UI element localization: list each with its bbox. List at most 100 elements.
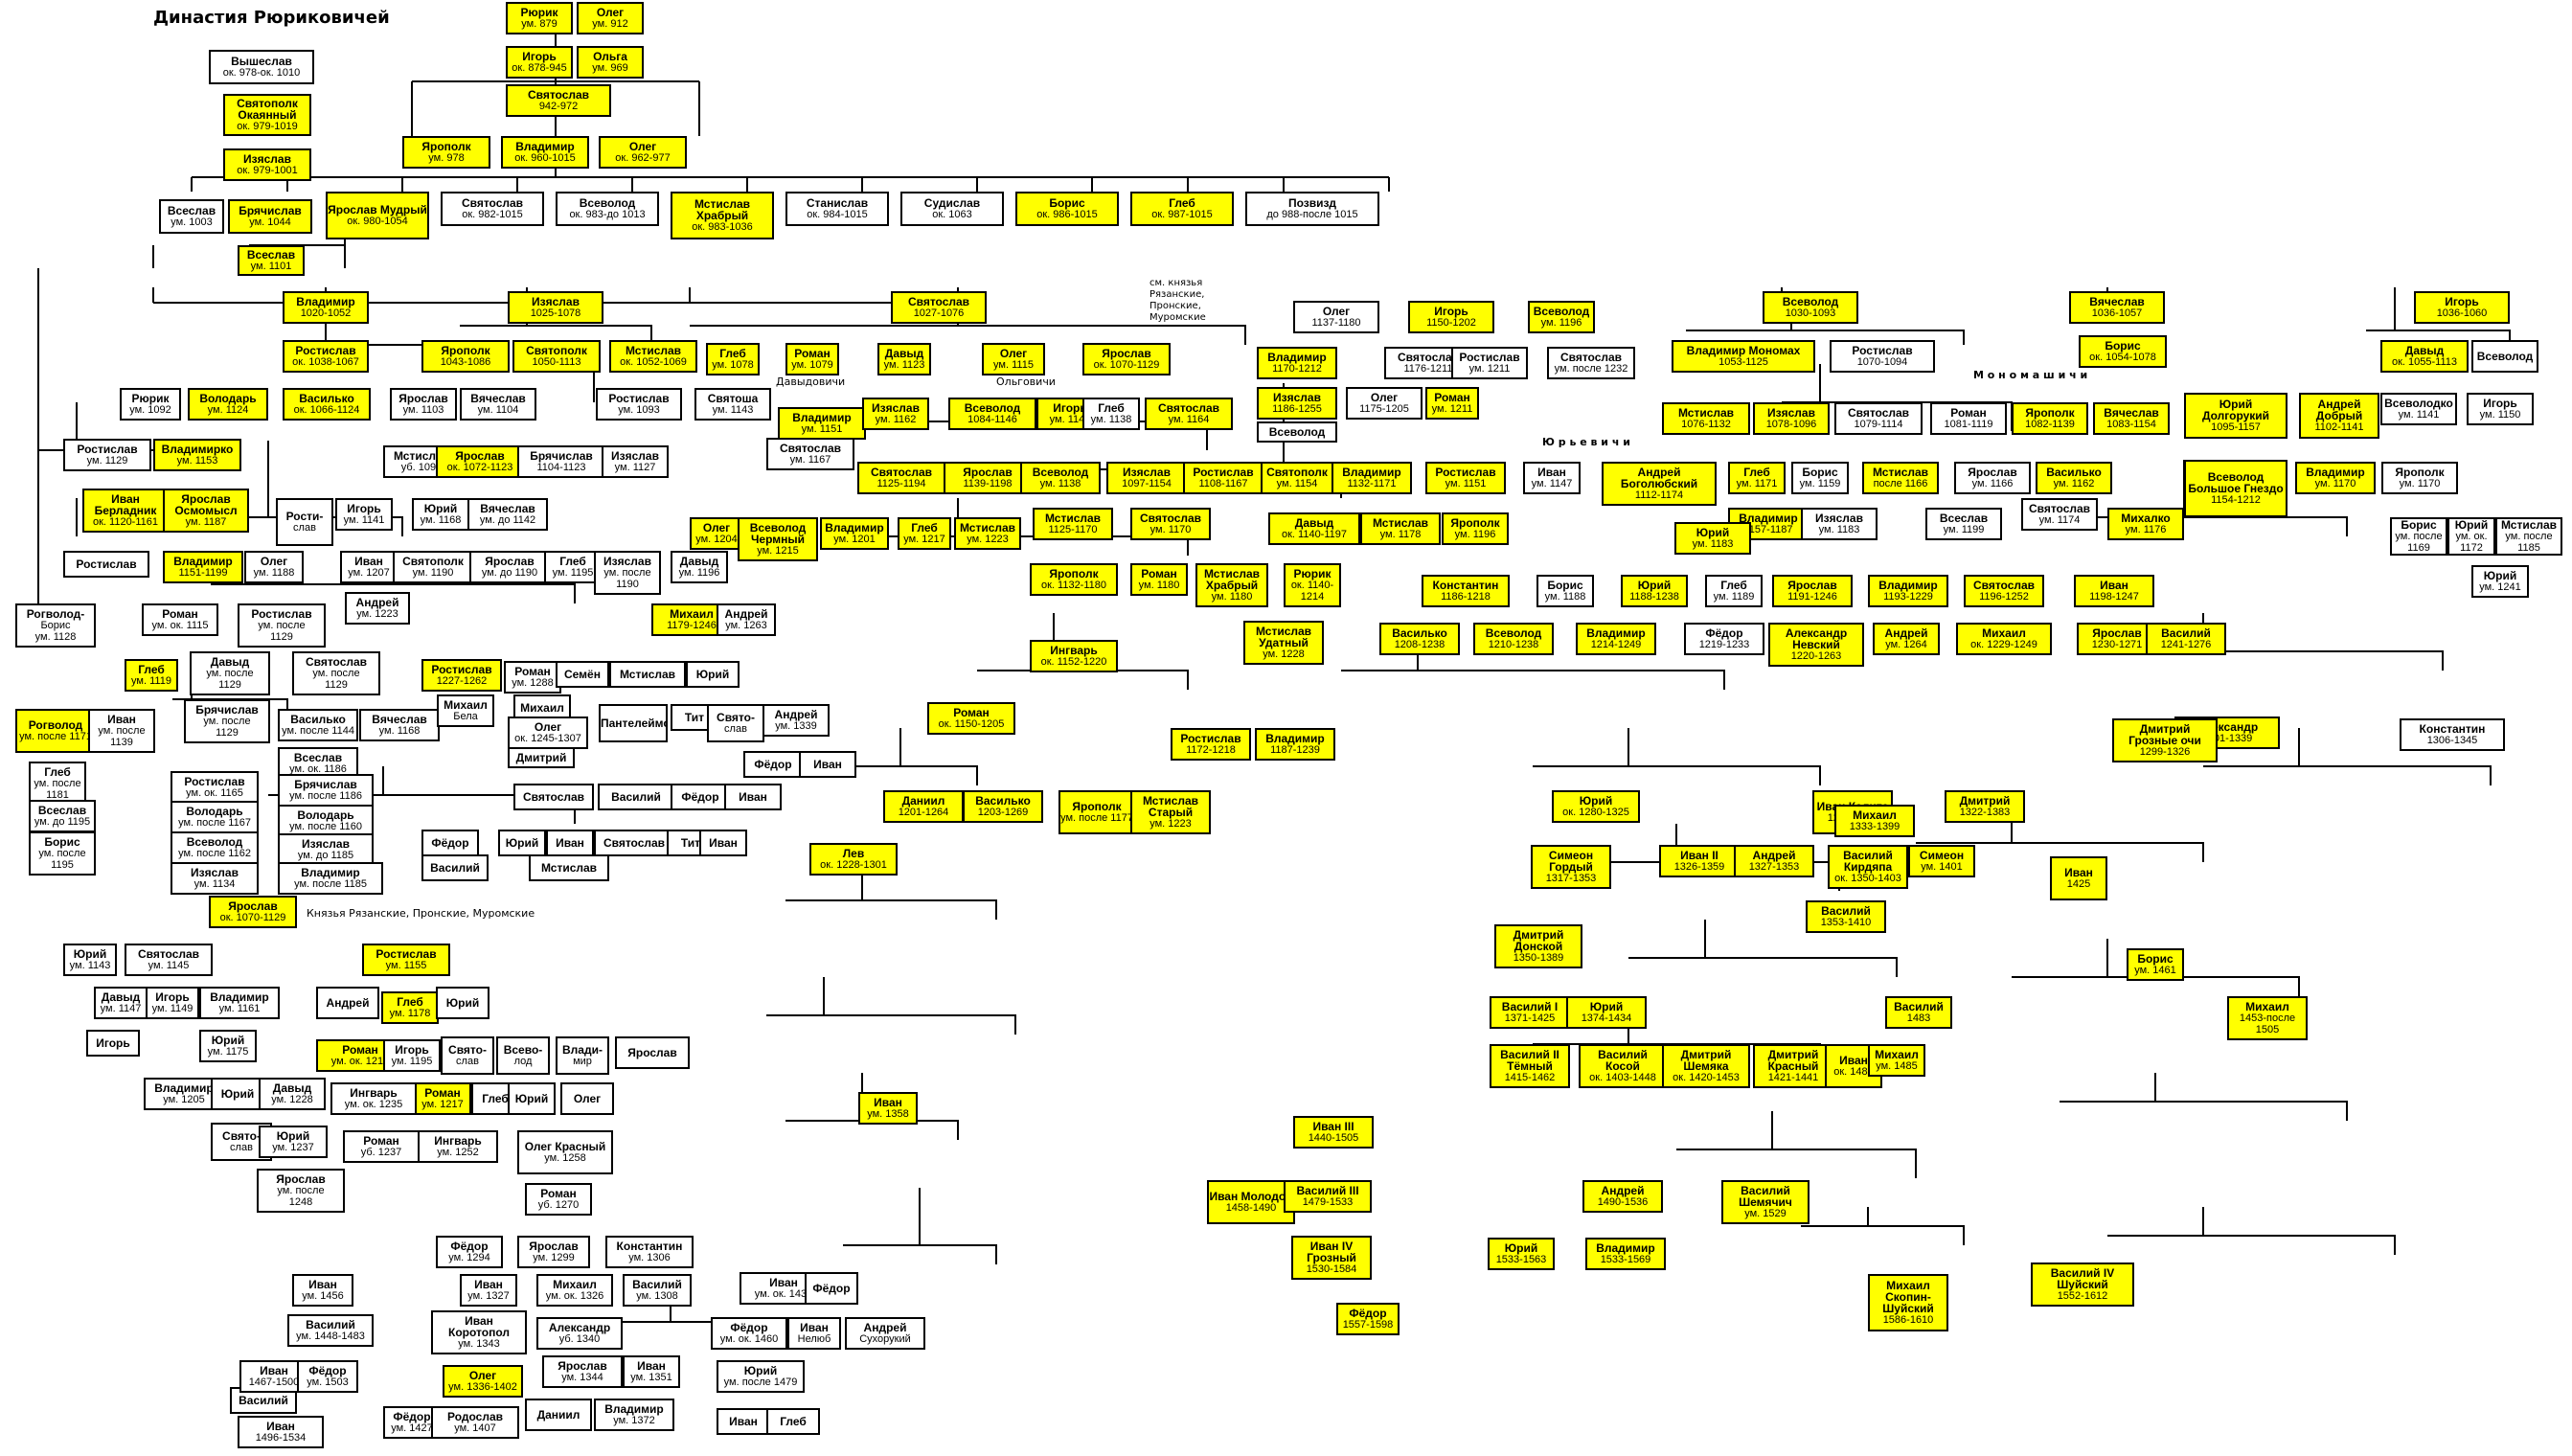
- person-name: Святослав: [907, 295, 970, 308]
- person-dates: 1371-1425: [1504, 1012, 1556, 1024]
- person-dates: ок. 1052-1069: [620, 356, 687, 368]
- person-name: Ингварь: [350, 1086, 398, 1100]
- person-name: Рогволод-: [26, 607, 85, 621]
- person-dates: 1154-1212: [2211, 494, 2261, 506]
- person-dates: 1170-1212: [1272, 363, 1322, 375]
- person-name: Иван: [769, 1276, 798, 1289]
- person-dates: ум. 1217: [421, 1099, 464, 1110]
- person-name: Роман: [424, 1086, 461, 1100]
- person-dates: 1020-1052: [300, 307, 352, 319]
- person-dates: ум. 1123: [883, 359, 925, 371]
- person-name: Василий III: [1296, 1184, 1359, 1197]
- person-name: Василий: [1894, 1000, 1944, 1013]
- person-dates: ок. 960-1015: [514, 152, 576, 164]
- person-dates: ум. 1149: [151, 1003, 193, 1014]
- person-dates: ум. 1180: [1211, 591, 1253, 603]
- person-dates: 1326-1359: [1673, 861, 1725, 873]
- person-dates: ум. 1180: [1138, 580, 1180, 591]
- person-name: Юрий: [743, 1364, 778, 1377]
- person-name: Андрей Добрый: [2315, 398, 2363, 422]
- person-dates: 1083-1154: [2106, 419, 2156, 430]
- person-box-p103: Фёдор: [743, 751, 803, 778]
- person-dates: слав: [724, 723, 747, 735]
- person-name: Дмитрий Красный: [1767, 1048, 1819, 1073]
- person-dates: ок. 1140-1214: [1290, 580, 1334, 603]
- person-name: Вячеслав: [2089, 295, 2145, 308]
- person-name: Изяслав: [1815, 512, 1863, 525]
- person-dates: ум. 1529: [1744, 1208, 1787, 1219]
- person-name: Фёдор: [754, 758, 792, 771]
- person-dates: ум. 1299: [533, 1252, 575, 1263]
- person-dates: 1220-1263: [1790, 650, 1842, 662]
- person-name: Изяслав: [302, 837, 350, 851]
- person-name: Святослав: [527, 88, 590, 102]
- person-dates: ок. 1350-1403: [1834, 873, 1901, 884]
- person-dates: 1151-1199: [178, 567, 228, 579]
- person-name: Ярослав: [228, 899, 278, 913]
- person-name: Игорь: [347, 502, 381, 515]
- person-dates: ум. 1205: [163, 1094, 205, 1105]
- person-dates: 1350-1389: [1513, 952, 1564, 964]
- person-dates: ум. после 1479: [723, 1376, 798, 1388]
- person-name: Святослав: [870, 466, 933, 479]
- person-name: Рогволод: [28, 718, 83, 732]
- person-name: Святополк: [1266, 466, 1328, 479]
- person-name: Ростислав: [1852, 344, 1913, 357]
- label-davydovichi: Давыдовичи: [776, 375, 846, 388]
- person-name: Фёдор: [812, 1282, 851, 1295]
- person-name: Ростислав: [1180, 732, 1241, 745]
- person-dates: ум. 1101: [250, 261, 292, 272]
- person-dates: 1084-1146: [967, 414, 1017, 425]
- person-name: Василий IV Шуйский: [2050, 1266, 2115, 1291]
- person-name: Ярослав Мудрый: [328, 203, 427, 216]
- person-dates: ум. ок. 1216: [330, 1056, 390, 1067]
- person-dates: ок. 1070-1129: [1093, 359, 1160, 371]
- person-name: Всеволод Чермный: [749, 521, 807, 546]
- person-name: Мстислав: [1044, 512, 1102, 525]
- person-dates: мир: [573, 1056, 592, 1067]
- person-name: Василько: [290, 713, 346, 726]
- person-name: Ярополк: [1049, 567, 1099, 580]
- person-name: Михаил: [1982, 626, 2026, 640]
- person-name: Андрей: [863, 1321, 907, 1334]
- person-dates: 1030-1093: [1785, 307, 1836, 319]
- person-name: Александр: [548, 1321, 611, 1334]
- person-name: Дмитрий Донской: [1513, 928, 1564, 953]
- person-name: Иван: [800, 1321, 829, 1334]
- person-name: Всево-: [503, 1043, 543, 1057]
- person-dates: ум. 1196: [1454, 529, 1496, 540]
- person-name: Олег: [573, 1092, 602, 1105]
- person-dates: ум. 1461: [2134, 965, 2176, 976]
- person-name: Рости-: [285, 510, 324, 523]
- person-name: Глеб: [780, 1415, 807, 1428]
